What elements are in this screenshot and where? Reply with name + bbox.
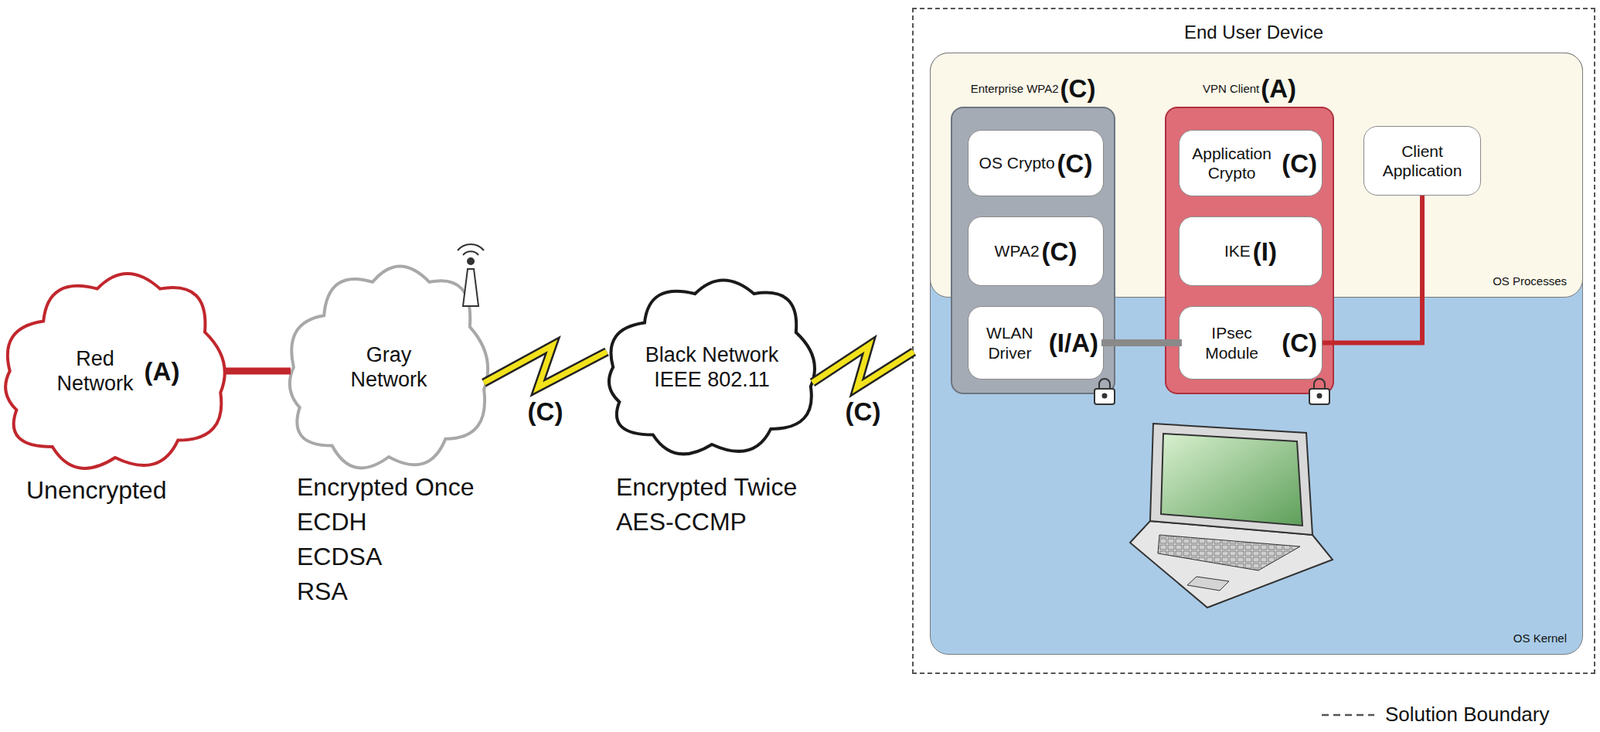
caption-text: AES-CCMP <box>616 507 747 537</box>
wireless-link <box>483 345 607 389</box>
group-box: VPN Client(A)Application Crypto(C)IKE(I)… <box>1164 106 1335 395</box>
caption-text: Encrypted Once <box>296 473 474 502</box>
node-label: Enterprise WPA2 <box>970 81 1059 96</box>
callout-letter: (C) <box>1281 150 1318 177</box>
application-box: Client Application <box>1363 125 1481 196</box>
caption-text: Encrypted Twice <box>616 473 797 502</box>
caption-text: Unencrypted <box>26 476 167 505</box>
label-row: VPN Client(A) <box>1166 75 1333 102</box>
node-label: OS Crypto <box>979 153 1056 173</box>
legend-dash-sample <box>1320 711 1376 719</box>
node-label: IPsec Module <box>1184 323 1280 362</box>
callout-letter: (A) <box>144 358 181 385</box>
connector-line <box>224 367 291 375</box>
callout-letter: (A) <box>1260 75 1297 102</box>
connector-line <box>812 345 914 389</box>
wireless-link <box>812 345 914 389</box>
cloud-outline <box>287 255 491 480</box>
label-row: OS Kernel <box>1513 631 1567 645</box>
connector-line <box>483 345 607 389</box>
node-label: WPA2 <box>994 241 1040 261</box>
node-label: Gray Network <box>346 342 432 393</box>
network-cloud: Gray Network <box>287 255 491 480</box>
connector-line <box>812 345 914 389</box>
label-row: Enterprise WPA2(C) <box>952 75 1114 102</box>
caption-text: RSA <box>296 577 348 606</box>
group-box: Enterprise WPA2(C)OS Crypto(C)WPA2(C)WLA… <box>950 106 1116 395</box>
module-box: WLAN Driver(I/A) <box>967 306 1104 380</box>
solution-boundary: End User Device OS Processes OS Kernel Ente… <box>912 7 1596 675</box>
node-label: Application Crypto <box>1184 143 1280 183</box>
callout-letter: (C) <box>525 398 566 426</box>
module-box: Application Crypto(C) <box>1178 129 1323 197</box>
cloud-path <box>289 266 488 469</box>
label-row: OS Processes <box>1492 274 1567 288</box>
label-row: End User Device <box>913 21 1594 44</box>
node-label: IKE <box>1224 241 1251 261</box>
legend: Solution Boundary <box>1320 702 1549 727</box>
network-cloud: Black Network IEEE 802.11 <box>606 270 818 464</box>
node-label: WLAN Driver <box>973 323 1047 362</box>
node-label: OS Processes <box>1492 274 1567 288</box>
connector-line <box>483 345 607 389</box>
cloud-path <box>609 280 815 455</box>
module-box: WPA2(C) <box>967 216 1104 286</box>
node-label: Client Application <box>1368 141 1476 181</box>
node-label: OS Kernel <box>1513 631 1567 645</box>
node-label: Red Network <box>51 346 140 397</box>
caption-text: ECDSA <box>296 542 382 572</box>
callout-letter: (C) <box>1041 238 1078 265</box>
cloud-outline <box>3 262 228 480</box>
caption-text: ECDH <box>296 507 368 537</box>
node-label: VPN Client <box>1202 81 1260 96</box>
module-box: IKE(I) <box>1178 216 1323 286</box>
network-cloud: Red Network(A) <box>3 262 228 480</box>
node-label: Black Network IEEE 802.11 <box>640 342 784 393</box>
cloud-outline <box>606 270 818 464</box>
callout-letter: (C) <box>1060 75 1097 102</box>
node-label: End User Device <box>913 21 1594 44</box>
legend-text: Solution Boundary <box>1385 702 1549 727</box>
callout-letter: (C) <box>1057 150 1093 177</box>
callout-letter: (I/A) <box>1048 330 1099 356</box>
callout-letter: (C) <box>1281 330 1318 356</box>
cloud-path <box>5 273 225 469</box>
callout-letter: (C) <box>843 398 884 426</box>
module-box: IPsec Module(C) <box>1178 306 1323 380</box>
module-box: OS Crypto(C) <box>967 129 1104 197</box>
connector <box>224 371 291 372</box>
callout-letter: (I) <box>1252 238 1277 265</box>
